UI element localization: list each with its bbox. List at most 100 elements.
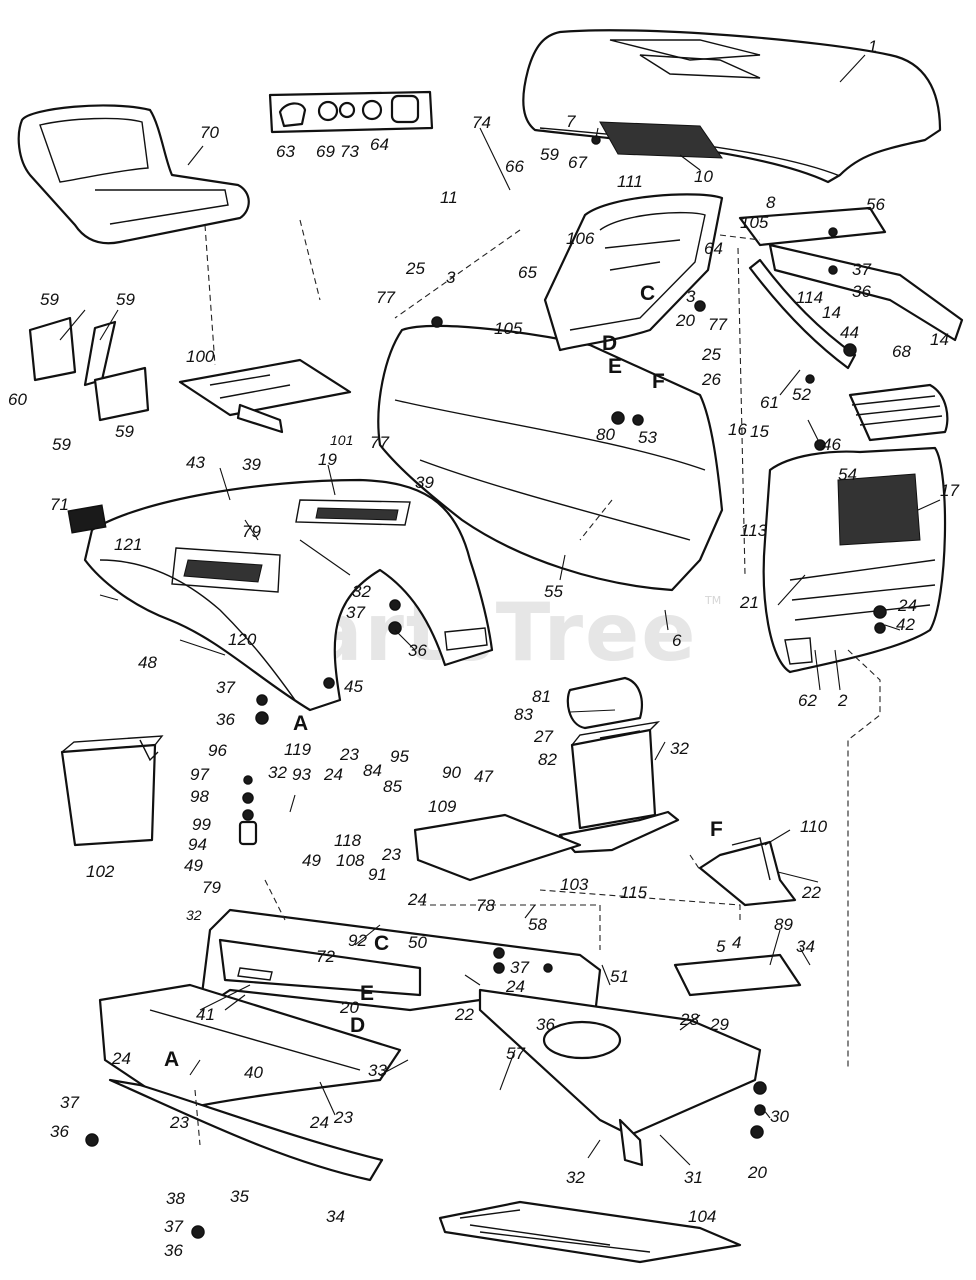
part-label[interactable]: 98 bbox=[190, 787, 209, 806]
part-label[interactable]: 36 bbox=[536, 1015, 555, 1034]
part-label[interactable]: 82 bbox=[538, 750, 557, 769]
part-label[interactable]: 11 bbox=[440, 188, 458, 207]
part-label[interactable]: 77 bbox=[370, 433, 389, 452]
part-label[interactable]: 42 bbox=[896, 615, 915, 634]
part-label[interactable]: 106 bbox=[566, 229, 595, 248]
part-label[interactable]: 36 bbox=[164, 1241, 183, 1260]
part-label[interactable]: 59 bbox=[52, 435, 71, 454]
part-label[interactable]: 59 bbox=[40, 290, 59, 309]
part-label[interactable]: 24 bbox=[111, 1049, 131, 1068]
part-label[interactable]: 105 bbox=[740, 213, 769, 232]
part-label[interactable]: 14 bbox=[822, 303, 841, 322]
part-label[interactable]: 37 bbox=[60, 1093, 79, 1112]
part-label[interactable]: 33 bbox=[368, 1061, 387, 1080]
part-label[interactable]: 114 bbox=[796, 288, 823, 307]
part-label[interactable]: 49 bbox=[184, 856, 203, 875]
part-label[interactable]: 90 bbox=[442, 763, 461, 782]
part-label[interactable]: 32 bbox=[670, 739, 689, 758]
part-label[interactable]: 65 bbox=[518, 263, 537, 282]
part-label[interactable]: 109 bbox=[428, 797, 457, 816]
part-label[interactable]: 46 bbox=[822, 435, 841, 454]
part-label[interactable]: 23 bbox=[169, 1113, 189, 1132]
part-label[interactable]: 111 bbox=[617, 172, 643, 191]
part-label[interactable]: 32 bbox=[566, 1168, 585, 1187]
part-label[interactable]: 70 bbox=[200, 123, 219, 142]
part-label[interactable]: 29 bbox=[709, 1015, 729, 1034]
part-label[interactable]: 63 bbox=[276, 142, 295, 161]
part-label[interactable]: 4 bbox=[732, 933, 741, 952]
part-label[interactable]: 8 bbox=[766, 193, 776, 212]
part-label[interactable]: 44 bbox=[840, 323, 859, 342]
part-label[interactable]: 20 bbox=[675, 311, 695, 330]
part-label[interactable]: 47 bbox=[474, 767, 493, 786]
part-label[interactable]: 5 bbox=[716, 937, 726, 956]
part-label[interactable]: 51 bbox=[610, 967, 629, 986]
part-label[interactable]: 45 bbox=[344, 677, 363, 696]
part-label[interactable]: 37 bbox=[216, 678, 235, 697]
part-label[interactable]: 53 bbox=[638, 428, 657, 447]
part-label[interactable]: 19 bbox=[318, 450, 337, 469]
part-label[interactable]: 99 bbox=[192, 815, 211, 834]
part-label[interactable]: 108 bbox=[336, 851, 365, 870]
part-label[interactable]: 66 bbox=[505, 157, 524, 176]
part-label[interactable]: 48 bbox=[138, 653, 157, 672]
part-label[interactable]: 22 bbox=[454, 1005, 474, 1024]
part-label[interactable]: 52 bbox=[792, 385, 811, 404]
part-label[interactable]: 58 bbox=[528, 915, 547, 934]
part-label[interactable]: 121 bbox=[114, 535, 142, 554]
part-label[interactable]: 54 bbox=[838, 465, 857, 484]
part-label[interactable]: 10 bbox=[694, 167, 713, 186]
part-label[interactable]: 104 bbox=[688, 1207, 716, 1226]
part-label[interactable]: 64 bbox=[370, 135, 389, 154]
part-label[interactable]: 34 bbox=[326, 1207, 345, 1226]
part-label[interactable]: 91 bbox=[368, 865, 387, 884]
part-label[interactable]: 61 bbox=[760, 393, 779, 412]
part-label[interactable]: 37 bbox=[510, 958, 529, 977]
part-label[interactable]: 59 bbox=[540, 145, 559, 164]
part-label[interactable]: 32 bbox=[268, 763, 287, 782]
part-label[interactable]: 40 bbox=[244, 1063, 263, 1082]
part-label[interactable]: 95 bbox=[390, 747, 409, 766]
part-label[interactable]: 21 bbox=[739, 593, 759, 612]
part-label[interactable]: 16 bbox=[728, 420, 747, 439]
part-label[interactable]: 96 bbox=[208, 741, 227, 760]
part-label[interactable]: 113 bbox=[740, 521, 768, 540]
part-label[interactable]: 2 bbox=[837, 691, 848, 710]
part-label[interactable]: 72 bbox=[316, 947, 335, 966]
part-label[interactable]: 55 bbox=[544, 582, 563, 601]
part-label[interactable]: 32 bbox=[352, 582, 371, 601]
part-label[interactable]: 15 bbox=[750, 422, 769, 441]
part-label[interactable]: 24 bbox=[309, 1113, 329, 1132]
part-label[interactable]: 67 bbox=[568, 153, 587, 172]
part-label[interactable]: 25 bbox=[701, 345, 721, 364]
part-label[interactable]: 24 bbox=[897, 596, 917, 615]
part-label[interactable]: 118 bbox=[334, 831, 362, 850]
part-label[interactable]: 28 bbox=[679, 1010, 699, 1029]
part-label[interactable]: 31 bbox=[684, 1168, 703, 1187]
part-label[interactable]: 77 bbox=[376, 288, 395, 307]
part-label[interactable]: 20 bbox=[339, 998, 359, 1017]
part-label[interactable]: 3 bbox=[446, 268, 456, 287]
part-label[interactable]: 92 bbox=[348, 931, 367, 950]
part-label[interactable]: 24 bbox=[323, 765, 343, 784]
part-label[interactable]: 64 bbox=[704, 239, 723, 258]
part-label[interactable]: 83 bbox=[514, 705, 533, 724]
part-label[interactable]: 85 bbox=[383, 777, 402, 796]
part-label[interactable]: 36 bbox=[852, 282, 871, 301]
part-label[interactable]: 84 bbox=[363, 761, 382, 780]
part-label[interactable]: 27 bbox=[533, 727, 553, 746]
part-label[interactable]: 100 bbox=[186, 347, 215, 366]
part-label[interactable]: 81 bbox=[532, 687, 551, 706]
part-label[interactable]: 62 bbox=[798, 691, 817, 710]
part-label[interactable]: 59 bbox=[115, 422, 134, 441]
part-label[interactable]: 78 bbox=[476, 896, 495, 915]
part-label[interactable]: 93 bbox=[292, 765, 311, 784]
part-label[interactable]: 24 bbox=[407, 890, 427, 909]
part-label[interactable]: 43 bbox=[186, 453, 205, 472]
part-label[interactable]: 79 bbox=[242, 522, 261, 541]
part-label[interactable]: 23 bbox=[333, 1108, 353, 1127]
part-label[interactable]: 25 bbox=[405, 259, 425, 278]
part-label[interactable]: 6 bbox=[672, 631, 682, 650]
part-label[interactable]: 41 bbox=[196, 1005, 215, 1024]
part-label[interactable]: 79 bbox=[202, 878, 221, 897]
